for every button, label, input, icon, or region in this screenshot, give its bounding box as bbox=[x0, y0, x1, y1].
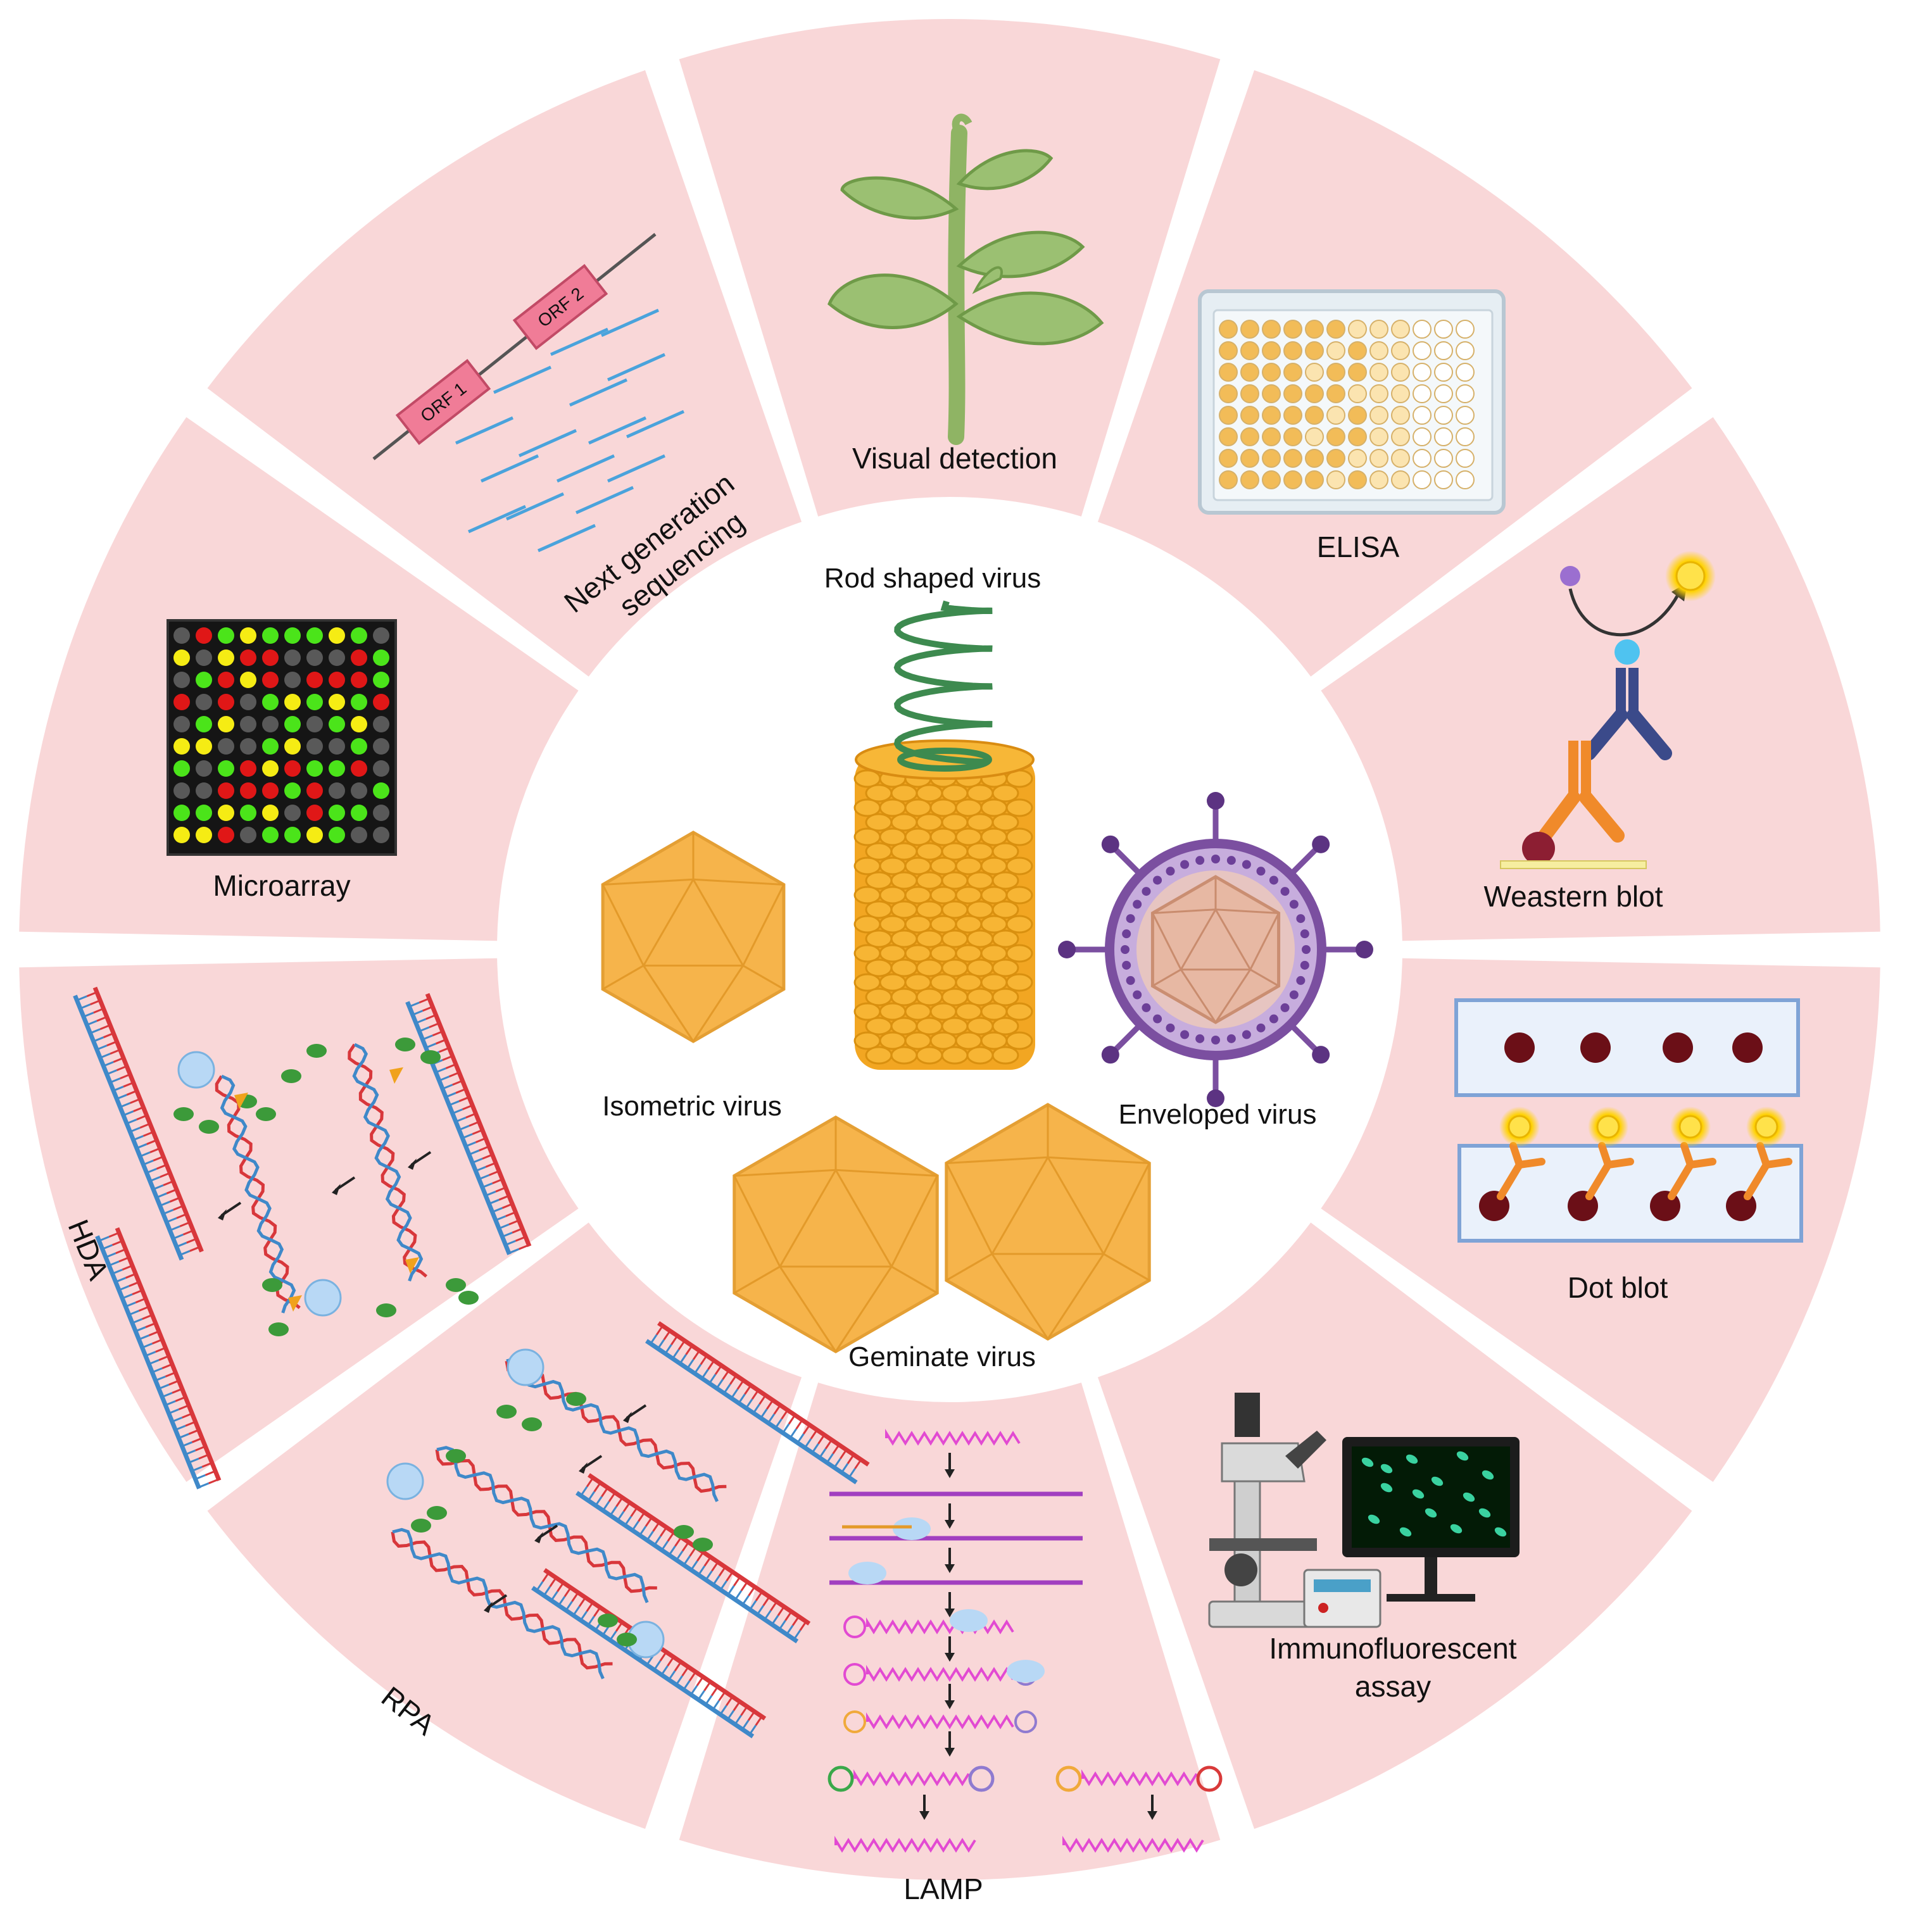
enveloped-virus-icon bbox=[1058, 792, 1373, 1107]
label-dot-blot: Dot blot bbox=[1568, 1271, 1668, 1304]
label-western-blot: Weastern blot bbox=[1484, 880, 1663, 913]
lamp-amplification-icon bbox=[828, 1429, 1223, 1853]
microarray-grid-icon bbox=[167, 619, 397, 856]
segment-western bbox=[1321, 417, 1880, 941]
label-microarray: Microarray bbox=[213, 869, 350, 902]
rod-virus-icon bbox=[853, 600, 1035, 1070]
isometric-virus-icon bbox=[601, 831, 786, 1043]
label-ifa-line1: Immunofluorescent bbox=[1269, 1632, 1516, 1665]
label-visual-detection: Visual detection bbox=[852, 442, 1057, 475]
segment-ngs bbox=[207, 70, 802, 677]
label-isometric-virus: Isometric virus bbox=[602, 1091, 782, 1122]
dot-blot-membrane-icon bbox=[1454, 998, 1803, 1243]
antibody-icon bbox=[1500, 551, 1716, 869]
plant-icon bbox=[828, 113, 1104, 445]
sequencing-reads-icon: ORF 1 ORF 2 bbox=[372, 233, 685, 553]
recombinase-amplification-icon bbox=[386, 1321, 870, 1738]
geminate-virus-icon bbox=[733, 1103, 1151, 1353]
helicase-amplification-icon bbox=[73, 986, 532, 1490]
label-rod-virus: Rod shaped virus bbox=[824, 563, 1041, 594]
label-lamp: LAMP bbox=[903, 1872, 983, 1905]
segment-rpa bbox=[207, 1222, 802, 1829]
label-elisa: ELISA bbox=[1317, 530, 1400, 563]
label-ifa-line2: assay bbox=[1355, 1670, 1431, 1703]
microscope-icon bbox=[1208, 1393, 1520, 1628]
well-plate-icon bbox=[1198, 289, 1506, 515]
label-enveloped-virus: Enveloped virus bbox=[1118, 1099, 1316, 1130]
label-geminate-virus: Geminate virus bbox=[848, 1341, 1036, 1372]
